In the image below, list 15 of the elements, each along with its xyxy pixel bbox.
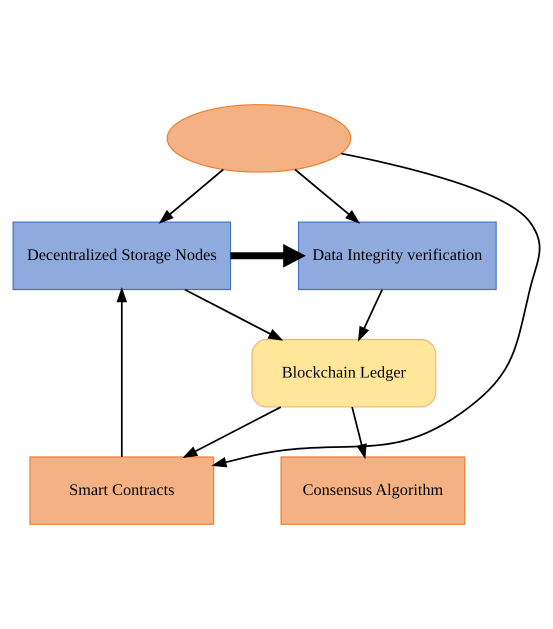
arrow [230, 244, 306, 268]
node-box: Decentralized Storage Nodes [12, 222, 232, 290]
node-box: Blockchain Ledger [251, 338, 436, 408]
arrow [116, 287, 128, 457]
arrow [211, 152, 540, 468]
arrow [294, 168, 360, 224]
arrow [158, 168, 224, 224]
node-box: Smart Contracts [29, 456, 214, 525]
node-box: Consensus Algorithm [280, 456, 466, 525]
arrow [182, 406, 282, 458]
arrow [184, 288, 284, 341]
node-ellipse [166, 104, 352, 173]
arrow [351, 406, 367, 460]
node-box: Data Integrity verification [298, 222, 497, 290]
arrow [358, 289, 383, 342]
